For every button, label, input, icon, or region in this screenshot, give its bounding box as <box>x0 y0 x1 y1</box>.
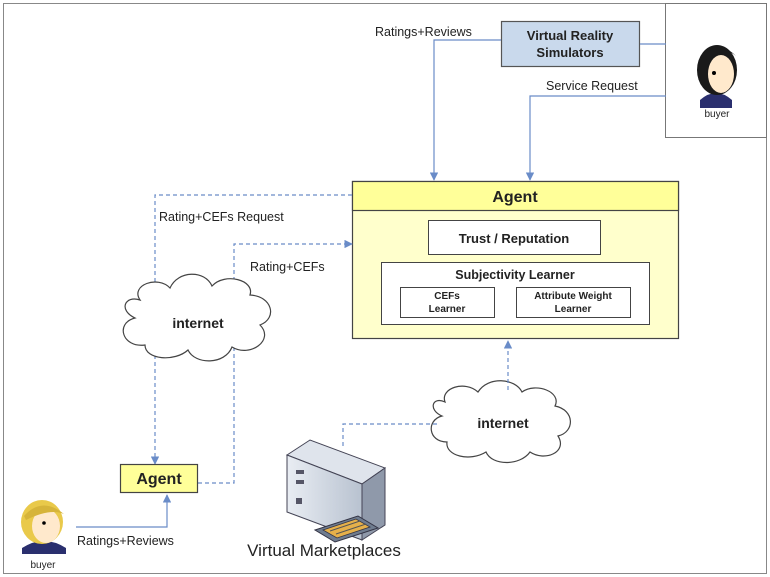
attribute-weight-line1: Attribute Weight <box>534 291 612 302</box>
virtual-marketplaces-label: Virtual Marketplaces <box>247 541 401 560</box>
buyer-box-top <box>665 3 767 138</box>
edge-label-ratings-reviews-top: Ratings+Reviews <box>375 25 472 39</box>
edge-ratings-reviews-bottom <box>76 494 172 528</box>
agent-main-title: Agent <box>492 189 538 206</box>
trust-reputation-label: Trust / Reputation <box>459 231 570 246</box>
edge-ratings-reviews-top <box>429 39 501 181</box>
vr-simulators-line1: Virtual Reality <box>527 28 614 43</box>
cefs-learner-line1: CEFs <box>434 291 460 302</box>
buyer-top-label: buyer <box>704 109 730 120</box>
agent-main-header <box>351 180 680 212</box>
buyer-top-icon <box>697 45 737 108</box>
edge-server-cloud <box>342 423 437 446</box>
cefs-learner-box <box>400 287 495 318</box>
edge-label-service-request: Service Request <box>546 79 638 93</box>
buyer-bottom-icon <box>21 500 66 554</box>
agent-small-label: Agent <box>136 471 182 488</box>
agent-small-box <box>119 463 199 494</box>
outer-frame <box>3 3 767 574</box>
internet-cloud-left-label: internet <box>172 315 224 331</box>
internet-cloud-right-label: internet <box>477 415 529 431</box>
edge-rating-cefs <box>198 239 353 484</box>
buyer-bottom-label: buyer <box>30 560 56 571</box>
vr-simulators-box <box>500 20 641 68</box>
edge-label-ratings-reviews-bottom: Ratings+Reviews <box>77 534 174 548</box>
attribute-weight-learner-box <box>516 287 631 318</box>
subjectivity-learner-label: Subjectivity Learner <box>455 268 575 282</box>
internet-cloud-left <box>122 273 272 362</box>
edge-label-rating-cefs: Rating+CEFs <box>250 260 325 274</box>
edge-service-request <box>525 95 666 181</box>
edge-label-rating-cefs-request: Rating+CEFs Request <box>159 210 284 224</box>
edge-rating-cefs-request <box>150 194 352 465</box>
internet-cloud-right <box>430 380 571 464</box>
cefs-learner-line2: Learner <box>429 304 466 315</box>
trust-reputation-box <box>428 220 601 255</box>
attribute-weight-line2: Learner <box>555 304 592 315</box>
server-icon <box>285 439 387 543</box>
vr-simulators-line2: Simulators <box>536 45 603 60</box>
